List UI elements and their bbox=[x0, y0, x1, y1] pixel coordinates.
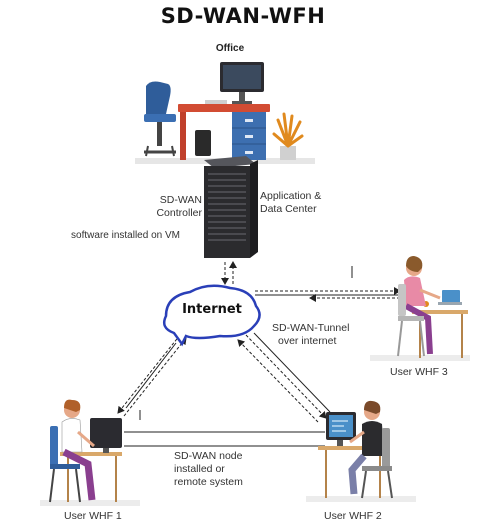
controller-label-line2: Controller bbox=[156, 207, 202, 219]
node-note-line1: SD-WAN node bbox=[174, 450, 243, 462]
user-whf-3-label: User WHF 3 bbox=[390, 366, 448, 378]
software-note: software installed on VM bbox=[71, 230, 180, 241]
software-note-clip: software installed on VM bbox=[70, 229, 180, 243]
user-whf-2-label: User WHF 2 bbox=[324, 510, 382, 522]
office-label: Office bbox=[215, 43, 245, 54]
user-whf-2-illustration bbox=[306, 400, 416, 502]
user-whf-1-illustration bbox=[40, 399, 140, 506]
office-illustration bbox=[135, 62, 315, 164]
server-rack-icon bbox=[204, 156, 258, 258]
tunnel-label: SD-WAN-Tunnel over internet bbox=[272, 322, 349, 348]
diagram-title: SD-WAN-WFH bbox=[160, 4, 326, 28]
tunnel-label-line1: SD-WAN-Tunnel bbox=[272, 322, 350, 334]
connection-lines bbox=[117, 261, 401, 447]
datacenter-label-line1: Application & bbox=[260, 190, 322, 202]
node-note-line3: remote system bbox=[174, 476, 243, 488]
node-note-line2: installed or bbox=[174, 463, 225, 475]
node-note: SD-WAN node installed or remote system bbox=[172, 450, 245, 489]
internet-label: Internet bbox=[182, 302, 242, 317]
controller-label: SD-WAN Controller bbox=[140, 194, 202, 220]
user-whf-3-illustration bbox=[370, 256, 470, 361]
internet-cloud bbox=[163, 284, 261, 347]
user-whf-1-label: User WHF 1 bbox=[64, 510, 122, 522]
tunnel-label-line2: over internet bbox=[278, 335, 337, 347]
controller-label-line1: SD-WAN bbox=[159, 194, 202, 206]
datacenter-label: Application & Data Center bbox=[260, 190, 321, 216]
datacenter-label-line2: Data Center bbox=[260, 203, 317, 215]
